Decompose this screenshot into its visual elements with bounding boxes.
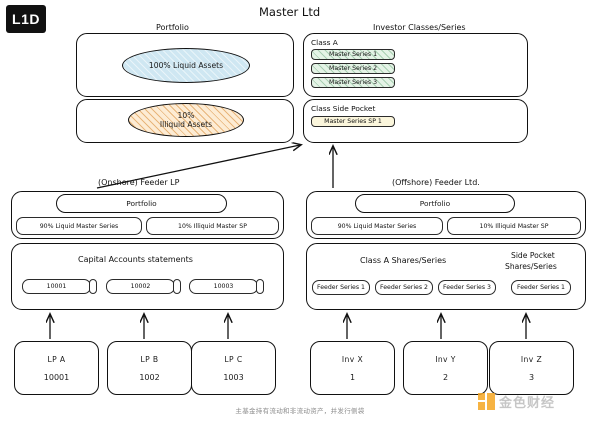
master-series-3-label: Master Series 3 [328, 79, 378, 86]
master-series-2[interactable]: Master Series 2 [311, 63, 395, 74]
master-liquid-assets-ellipse: 100% Liquid Assets [122, 48, 250, 83]
onshore-capital-accounts-box [11, 243, 284, 310]
feeder-series-2[interactable]: Feeder Series 2 [375, 280, 433, 295]
investor-lp-b-name: LP B [140, 354, 159, 364]
investor-inv-x-name: Inv X [341, 354, 364, 364]
side-pocket-shares-label-1: Side Pocket [511, 251, 555, 260]
feeder-series-3-label: Feeder Series 3 [442, 284, 491, 291]
master-series-3[interactable]: Master Series 3 [311, 77, 395, 88]
investor-lp-c-value: 1003 [223, 372, 244, 382]
capital-account-10001-label: 10001 [46, 283, 67, 290]
master-series-1[interactable]: Master Series 1 [311, 49, 395, 60]
master-illiquid-assets-pct: 10% [177, 110, 195, 120]
master-series-sp-1[interactable]: Master Series SP 1 [311, 116, 395, 127]
investor-inv-y-name: Inv Y [435, 354, 456, 364]
investor-inv-z-name: Inv Z [520, 354, 543, 364]
master-liquid-assets-label: 100% Liquid Assets [148, 60, 224, 70]
feeder-series-3[interactable]: Feeder Series 3 [438, 280, 496, 295]
investor-lp-a[interactable]: LP A 10001 [14, 341, 99, 395]
feeder-series-1-label: Feeder Series 1 [316, 284, 365, 291]
offshore-portfolio-label: Portfolio [419, 199, 451, 208]
offshore-holding-illiquid[interactable]: 10% Illiquid Master SP [447, 217, 581, 235]
investor-inv-z-value: 3 [528, 372, 535, 382]
investor-inv-z[interactable]: Inv Z 3 [489, 341, 574, 395]
capital-account-10002-sidepocket-marker [173, 279, 181, 294]
offshore-portfolio-inner: Portfolio [355, 194, 515, 213]
master-series-2-label: Master Series 2 [328, 65, 378, 72]
investor-inv-x-value: 1 [349, 372, 356, 382]
master-portfolio-label: Portfolio [156, 23, 189, 32]
capital-account-10003[interactable]: 10003 [189, 279, 258, 294]
master-series-sp-1-label: Master Series SP 1 [324, 118, 382, 125]
investor-inv-y-value: 2 [442, 372, 449, 382]
feeder-series-2-label: Feeder Series 2 [379, 284, 428, 291]
offshore-feeder-title: (Offshore) Feeder Ltd. [392, 178, 480, 187]
investor-inv-y[interactable]: Inv Y 2 [403, 341, 488, 395]
capital-account-10003-label: 10003 [213, 283, 234, 290]
capital-account-10002-label: 10002 [130, 283, 151, 290]
offshore-holding-liquid[interactable]: 90% Liquid Master Series [311, 217, 443, 235]
onshore-holding-illiquid[interactable]: 10% Illiquid Master SP [146, 217, 279, 235]
feeder-series-1[interactable]: Feeder Series 1 [312, 280, 370, 295]
investor-lp-b[interactable]: LP B 1002 [107, 341, 192, 395]
onshore-holding-illiquid-label: 10% Illiquid Master SP [178, 222, 247, 230]
onshore-holding-liquid[interactable]: 90% Liquid Master Series [16, 217, 142, 235]
investor-lp-a-name: LP A [47, 354, 66, 364]
onshore-feeder-title: (Onshore) Feeder LP [98, 178, 180, 187]
l1d-logo: L1D [6, 5, 46, 33]
jinse-watermark-text: 金色财经 [499, 396, 556, 411]
onshore-portfolio-inner: Portfolio [56, 194, 227, 213]
class-a-shares-label: Class A Shares/Series [360, 256, 447, 265]
master-class-a-title: Class A [311, 38, 338, 47]
master-illiquid-assets-ellipse: 10% Illiquid Assets [128, 103, 244, 137]
feeder-series-side-pocket-1[interactable]: Feeder Series 1 [511, 280, 571, 295]
investor-lp-c-name: LP C [224, 354, 243, 364]
onshore-portfolio-label: Portfolio [126, 199, 157, 208]
capital-account-10001[interactable]: 10001 [22, 279, 91, 294]
investor-inv-x[interactable]: Inv X 1 [310, 341, 395, 395]
caption-text: 主基金持有流动和非流动资产，并发行侧袋 [235, 407, 365, 415]
capital-account-10002[interactable]: 10002 [106, 279, 175, 294]
l1d-logo-text: L1D [12, 11, 40, 27]
onshore-holding-liquid-label: 90% Liquid Master Series [39, 222, 119, 230]
capital-accounts-statements-label: Capital Accounts statements [78, 255, 193, 264]
offshore-holding-illiquid-label: 10% Illiquid Master SP [479, 222, 549, 230]
offshore-holding-liquid-label: 90% Liquid Master Series [337, 222, 417, 230]
investor-lp-a-value: 10001 [43, 372, 70, 382]
side-pocket-shares-label-2: Shares/Series [505, 262, 557, 271]
investor-classes-label: Investor Classes/Series [373, 23, 466, 32]
offshore-shares-box [306, 243, 586, 310]
capital-account-10003-sidepocket-marker [256, 279, 264, 294]
jinse-logo-icon [478, 393, 495, 410]
jinse-watermark: 金色财经 [478, 392, 555, 411]
investor-lp-c[interactable]: LP C 1003 [191, 341, 276, 395]
investor-lp-b-value: 1002 [139, 372, 160, 382]
capital-account-10001-sidepocket-marker [89, 279, 97, 294]
master-ltd-title: Master Ltd [259, 5, 321, 19]
master-illiquid-assets-label: Illiquid Assets [159, 120, 213, 129]
master-side-pocket-title: Class Side Pocket [311, 104, 376, 113]
master-series-1-label: Master Series 1 [328, 51, 378, 58]
feeder-series-side-pocket-1-label: Feeder Series 1 [516, 284, 565, 291]
